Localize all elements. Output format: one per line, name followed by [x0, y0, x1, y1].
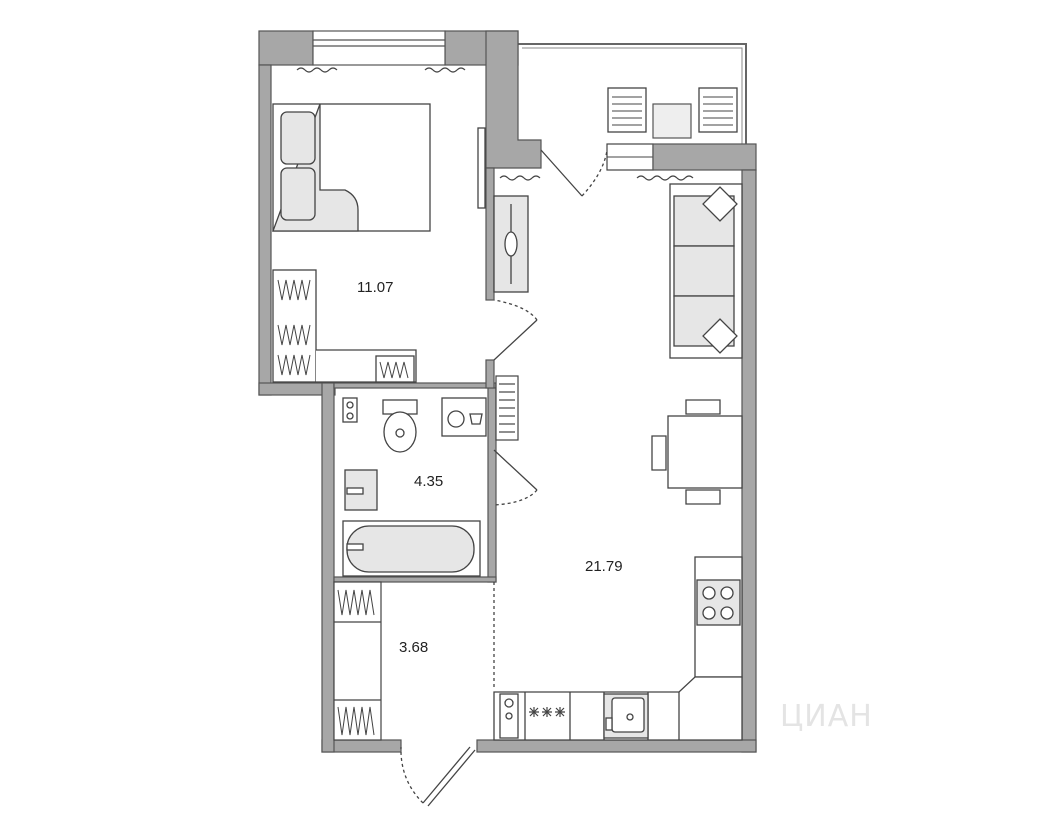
bath-shelf	[495, 375, 519, 441]
kitchen	[493, 556, 743, 741]
tv	[477, 127, 486, 209]
cooktop	[696, 579, 741, 626]
doors	[400, 149, 608, 807]
radiators	[296, 67, 694, 181]
bedroom-furniture	[272, 103, 529, 383]
bathroom-area-label: 4.35	[414, 473, 443, 490]
dining-table	[651, 399, 743, 505]
balcony	[518, 43, 747, 171]
walls	[258, 30, 757, 753]
balcony-chair-left	[607, 87, 647, 133]
windows	[312, 30, 446, 66]
sofa	[669, 183, 743, 359]
hallway-wardrobe	[333, 581, 382, 741]
pillow	[280, 167, 316, 221]
balcony-chair-right	[698, 87, 738, 133]
hallway-area-label: 3.68	[399, 639, 428, 656]
living-kitchen-area-label: 21.79	[585, 558, 623, 575]
dishwasher-stars	[529, 707, 565, 717]
bathroom-fixtures	[342, 397, 487, 577]
pillow	[280, 111, 316, 165]
watermark: ЦИАН	[780, 699, 873, 734]
bedroom-area-label: 11.07	[357, 279, 393, 296]
